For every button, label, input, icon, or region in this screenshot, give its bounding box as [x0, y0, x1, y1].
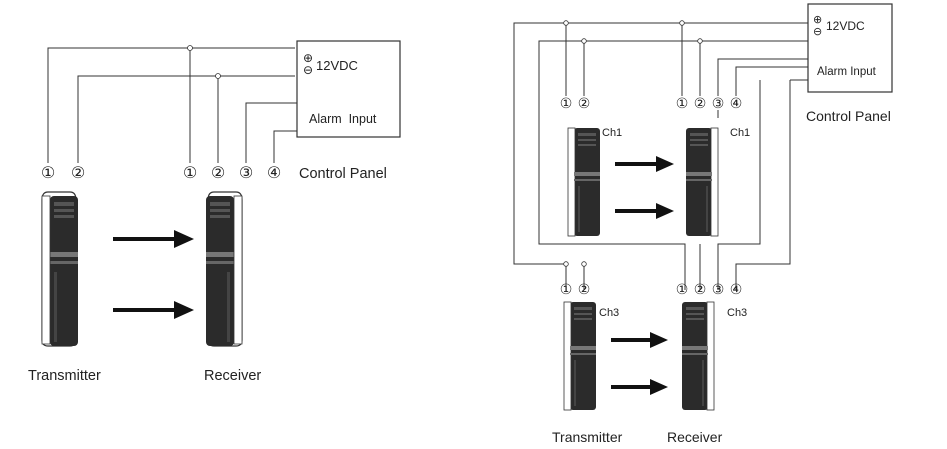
rx-terminal-3: ③: [712, 95, 725, 111]
right-bottom-transmitter: Ch3: [563, 301, 619, 411]
rx-terminal-2: ②: [694, 95, 707, 111]
beam-sensor-icon: [685, 127, 719, 237]
rx-terminal-1: ①: [183, 165, 197, 182]
tx-terminal-2: ②: [578, 281, 591, 297]
right-top-transmitter: Ch1: [567, 127, 622, 237]
transmitter-label: Transmitter: [28, 368, 101, 384]
rx-terminal-3: ③: [239, 165, 253, 182]
right-bottom-receiver: Ch3: [681, 301, 747, 411]
right-diagram: ⊕ ⊖ 12VDC Alarm Input Control Panel ① ② …: [513, 3, 893, 445]
left-wires: [47, 45, 297, 163]
transmitter-label: Transmitter: [552, 429, 623, 445]
channel-label: Ch1: [602, 127, 622, 139]
arrow-right-icon: [611, 332, 668, 348]
left-transmitter: Transmitter: [28, 191, 101, 384]
rx-terminal-2: ②: [211, 165, 225, 182]
control-panel-caption: Control Panel: [299, 166, 387, 182]
rx-terminal-2: ②: [694, 281, 707, 297]
channel-label: Ch3: [599, 307, 619, 319]
control-panel-box: [296, 40, 401, 138]
power-label: 12VDC: [826, 19, 865, 33]
left-receiver: Receiver: [204, 191, 261, 384]
plus-symbol: ⊕: [813, 14, 822, 26]
beam-sensor-icon: [41, 191, 79, 347]
receiver-label: Receiver: [204, 368, 261, 384]
arrow-right-icon: [113, 230, 194, 248]
tx-terminal-1: ①: [560, 281, 573, 297]
arrow-right-icon: [615, 156, 674, 172]
left-terminals: ① ② ① ② ③ ④: [41, 165, 281, 182]
arrow-right-icon: [611, 379, 668, 395]
tx-terminal-1: ①: [41, 165, 55, 182]
right-top-receiver: Ch1: [685, 127, 750, 237]
channel-label: Ch3: [727, 307, 747, 319]
tx-terminal-2: ②: [578, 95, 591, 111]
beam-sensor-icon: [681, 301, 715, 411]
right-wires: [513, 20, 808, 290]
beam-sensor-icon: [563, 301, 597, 411]
alarm-input-label: Alarm Input: [309, 112, 377, 126]
beam-sensor-icon: [567, 127, 601, 237]
right-control-panel: ⊕ ⊖ 12VDC Alarm Input Control Panel: [806, 3, 893, 124]
terminal-circle-icon: ①: [41, 165, 55, 182]
left-diagram: ⊕ ⊖ 12VDC Alarm Input Control Panel ① ② …: [28, 40, 401, 384]
beam-sensor-icon: [205, 191, 243, 347]
plus-symbol: ⊕: [303, 51, 313, 65]
power-label: 12VDC: [316, 58, 358, 73]
control-panel-caption: Control Panel: [806, 108, 891, 124]
left-control-panel: ⊕ ⊖ 12VDC Alarm Input Control Panel: [296, 40, 401, 182]
rx-terminal-4: ④: [730, 281, 743, 297]
rx-terminal-4: ④: [267, 165, 281, 182]
terminal-circle-icon: ②: [71, 165, 85, 182]
minus-symbol: ⊖: [813, 26, 822, 38]
right-top-terminals: ① ② ① ② ③ ④: [560, 95, 743, 111]
receiver-label: Receiver: [667, 429, 723, 445]
control-panel-box: [807, 3, 893, 93]
arrow-right-icon: [615, 203, 674, 219]
rx-terminal-3: ③: [712, 281, 725, 297]
rx-terminal-1: ①: [676, 281, 689, 297]
arrow-right-icon: [113, 301, 194, 319]
rx-terminal-4: ④: [730, 95, 743, 111]
alarm-input-label: Alarm Input: [817, 66, 877, 78]
tx-terminal-1: ①: [560, 95, 573, 111]
channel-label: Ch1: [730, 127, 750, 139]
minus-symbol: ⊖: [303, 63, 313, 77]
tx-terminal-2: ②: [71, 165, 85, 182]
right-bottom-terminals: ① ② ① ② ③ ④: [560, 281, 743, 297]
rx-terminal-1: ①: [676, 95, 689, 111]
